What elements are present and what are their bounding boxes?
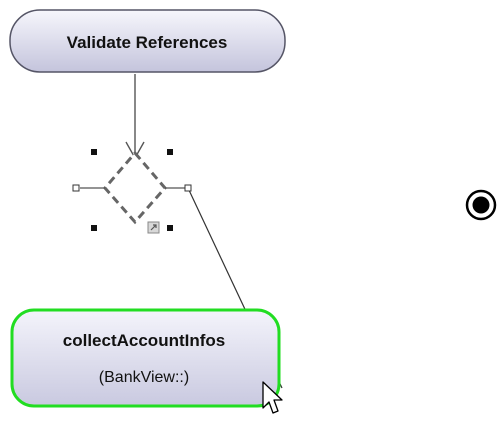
decision-right-port[interactable]	[184, 184, 192, 192]
expand-icon[interactable]	[147, 221, 160, 234]
action-collect-account-infos-sublabel: (BankView::)	[99, 369, 189, 386]
action-validate-references[interactable]: Validate References	[9, 9, 286, 73]
control-flow-validate-to-decision[interactable]	[125, 74, 145, 160]
decision-node[interactable]	[72, 149, 192, 234]
action-validate-references-label: Validate References	[67, 33, 228, 52]
decision-node-icon	[103, 150, 167, 225]
selection-handle-bottom-right[interactable]	[167, 225, 173, 231]
selection-handle-top-right[interactable]	[167, 149, 173, 155]
action-collect-account-infos[interactable]: collectAccountInfos (BankView::)	[10, 308, 281, 408]
decision-left-port[interactable]	[72, 184, 80, 192]
activity-final-node[interactable]	[465, 189, 497, 221]
selection-handle-bottom-left[interactable]	[91, 225, 97, 231]
selection-handle-top-left[interactable]	[91, 149, 97, 155]
mouse-pointer-icon	[262, 381, 283, 414]
action-collect-account-infos-label: collectAccountInfos	[63, 331, 225, 350]
